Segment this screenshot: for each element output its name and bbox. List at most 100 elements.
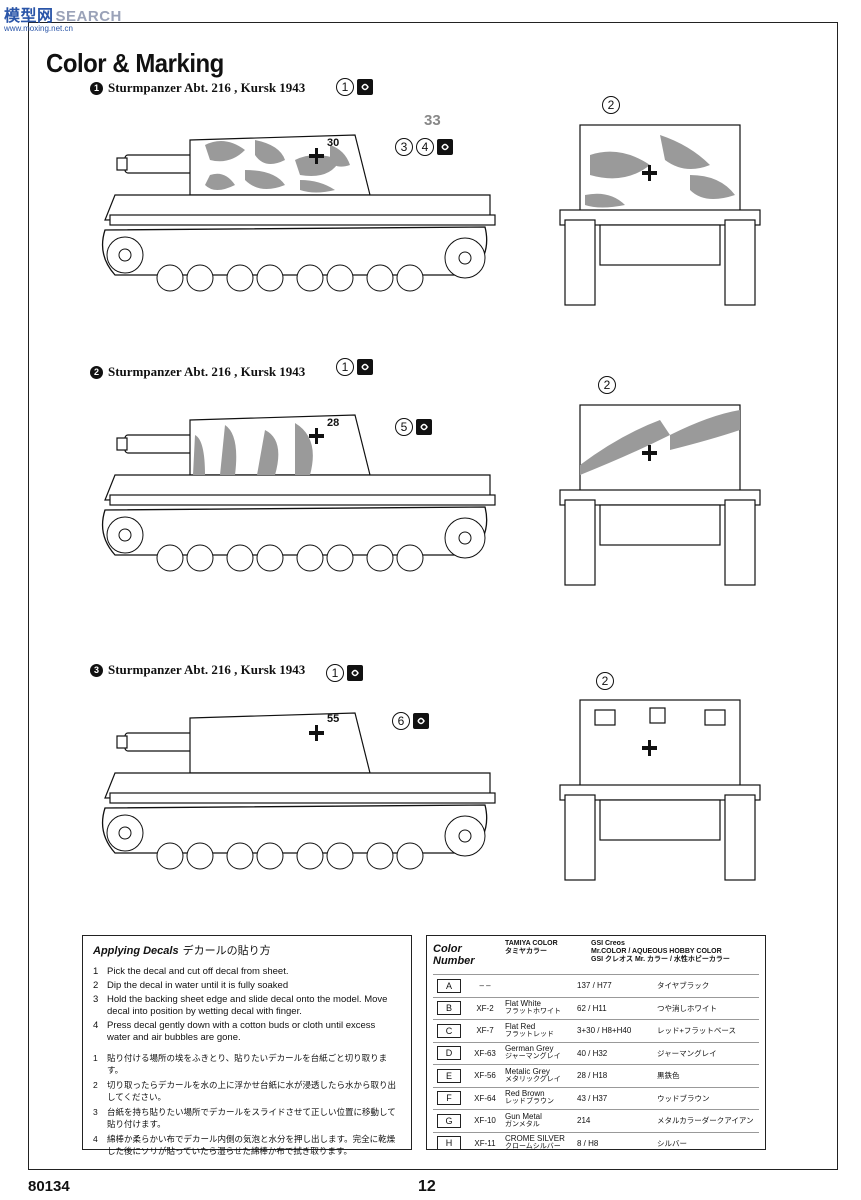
callout-number: 3 xyxy=(395,138,413,156)
side-view-tank-2: 28 xyxy=(101,414,496,572)
gsi-header: GSI Creos Mr.COLOR / AQUEOUS HOBBY COLOR… xyxy=(591,940,759,964)
color-name-jp: ジャーマングレイ xyxy=(505,1053,561,1061)
water-slide-icon xyxy=(347,665,363,681)
step-text: Hold the backing sheet edge and slide de… xyxy=(107,994,388,1017)
step-text: Press decal gently down with a cotton bu… xyxy=(107,1020,376,1043)
watermark-cn: 模型网 xyxy=(4,8,54,25)
tamiya-code: XF-56 xyxy=(474,1071,496,1081)
gsi-name-jp: ウッドブラウン xyxy=(657,1093,710,1103)
callout-number: 2 xyxy=(596,672,614,690)
step-text: Pick the decal and cut off decal from sh… xyxy=(107,966,289,977)
step-number: 2 xyxy=(93,980,99,991)
tamiya-header-jp: タミヤカラー xyxy=(505,948,547,955)
page-frame xyxy=(28,22,838,1170)
tamiya-code: XF-10 xyxy=(474,1116,496,1126)
rear-callout-2: 2 xyxy=(598,376,616,394)
side-view-tank-3: 55 xyxy=(101,712,496,870)
color-name-jp: フラットレッド xyxy=(505,1030,554,1038)
turret-number: 30 xyxy=(327,137,339,149)
water-slide-icon xyxy=(357,79,373,95)
color-name-en: Flat Red xyxy=(505,1021,536,1031)
color-name-en: Metalic Grey xyxy=(505,1066,550,1076)
side-view-tank-1: 30 xyxy=(101,134,496,292)
color-letter: H xyxy=(437,1136,461,1151)
step-text: 貼り付ける場所の埃をふきとり、貼りたいデカールを台紙ごと切り取ります。 xyxy=(107,1053,388,1075)
step-number: 4 xyxy=(93,1020,99,1031)
water-slide-icon xyxy=(413,713,429,729)
gsi-name-jp: 黒鉄色 xyxy=(657,1071,680,1081)
callout-number: 4 xyxy=(416,138,434,156)
gsi-name-jp: つや消しホワイト xyxy=(657,1003,717,1013)
gsi-code: 214 xyxy=(577,1116,591,1126)
color-letter: E xyxy=(437,1068,461,1083)
gsi-header-jp: GSI クレオス Mr. カラー / 水性ホビーカラー xyxy=(591,956,730,963)
callout-3-main: 1 xyxy=(326,664,363,682)
decal-title-jp: デカールの貼り方 xyxy=(182,945,271,957)
tamiya-header: TAMIYA COLOR タミヤカラー xyxy=(505,940,591,956)
watermark-text: SEARCH xyxy=(55,8,122,25)
color-number-table: Color Number TAMIYA COLOR タミヤカラー GSI Cre… xyxy=(426,935,766,1151)
section-title: Sturmpanzer Abt. 216 , Kursk 1943 xyxy=(108,662,306,677)
section-title: Sturmpanzer Abt. 216 , Kursk 1943 xyxy=(108,80,306,95)
section-2-label: 2 Sturmpanzer Abt. 216 , Kursk 1943 xyxy=(90,364,305,380)
callout-5: 5 xyxy=(395,418,432,436)
tamiya-code: XF-2 xyxy=(476,1003,494,1013)
section-number-badge: 2 xyxy=(90,365,103,379)
color-name-en: CROME SILVER xyxy=(505,1134,565,1144)
color-letter: C xyxy=(437,1023,461,1038)
water-slide-icon xyxy=(437,139,453,155)
callout-number: 5 xyxy=(395,418,413,436)
color-table-title: Color Number xyxy=(433,943,475,967)
callout-2-main: 1 xyxy=(336,358,373,376)
decal-step-jp: 4 綿棒か柔らかい布でデカール内側の気泡と水分を押し出します。完全に乾燥した後にソ… xyxy=(93,1133,401,1157)
turret-number: 55 xyxy=(327,713,339,725)
tamiya-code: – – xyxy=(479,981,491,991)
color-letter: F xyxy=(437,1091,461,1106)
rear-callout-3: 2 xyxy=(596,672,614,690)
rear-view-tank-3 xyxy=(559,699,761,881)
water-slide-icon xyxy=(416,419,432,435)
gsi-name-jp: メタルカラーダークアイアン xyxy=(657,1116,754,1126)
color-name-jp: ガンメタル xyxy=(505,1120,540,1128)
color-name-jp: クロームシルバー xyxy=(505,1143,561,1151)
gsi-code: 3+30 / H8+H40 xyxy=(577,1026,632,1036)
rear-view-tank-1 xyxy=(559,124,761,306)
callout-number: 2 xyxy=(602,96,620,114)
tamiya-code: XF-64 xyxy=(474,1093,496,1103)
callout-number: 2 xyxy=(598,376,616,394)
step-text: Dip the decal in water until it is fully… xyxy=(107,980,289,991)
section-3-label: 3 Sturmpanzer Abt. 216 , Kursk 1943 xyxy=(90,662,305,678)
page-title: Color & Marking xyxy=(46,48,224,78)
step-number: 4 xyxy=(93,1134,98,1144)
gsi-code: 62 / H11 xyxy=(577,1003,607,1013)
tamiya-code: XF-7 xyxy=(476,1026,494,1036)
callout-number: 6 xyxy=(392,712,410,730)
section-number-badge: 3 xyxy=(90,663,103,677)
gsi-code: 40 / H32 xyxy=(577,1048,608,1058)
callout-1-main: 1 xyxy=(336,78,373,96)
gsi-header-en: GSI Creos xyxy=(591,940,625,947)
gsi-code: 137 / H77 xyxy=(577,981,612,991)
gsi-code: 8 / H8 xyxy=(577,1138,599,1148)
step-text: 綿棒か柔らかい布でデカール内側の気泡と水分を押し出します。完全に乾燥した後にソリ… xyxy=(107,1134,396,1156)
step-text: 台紙を持ち貼りたい場所でデカールをスライドさせて正しい位置に移動して貼り付けます… xyxy=(107,1107,396,1129)
gsi-name-jp: レッド+フラットベース xyxy=(657,1026,737,1036)
step-number: 1 xyxy=(93,966,99,977)
section-1-label: 1 Sturmpanzer Abt. 216 , Kursk 1943 xyxy=(90,80,305,96)
